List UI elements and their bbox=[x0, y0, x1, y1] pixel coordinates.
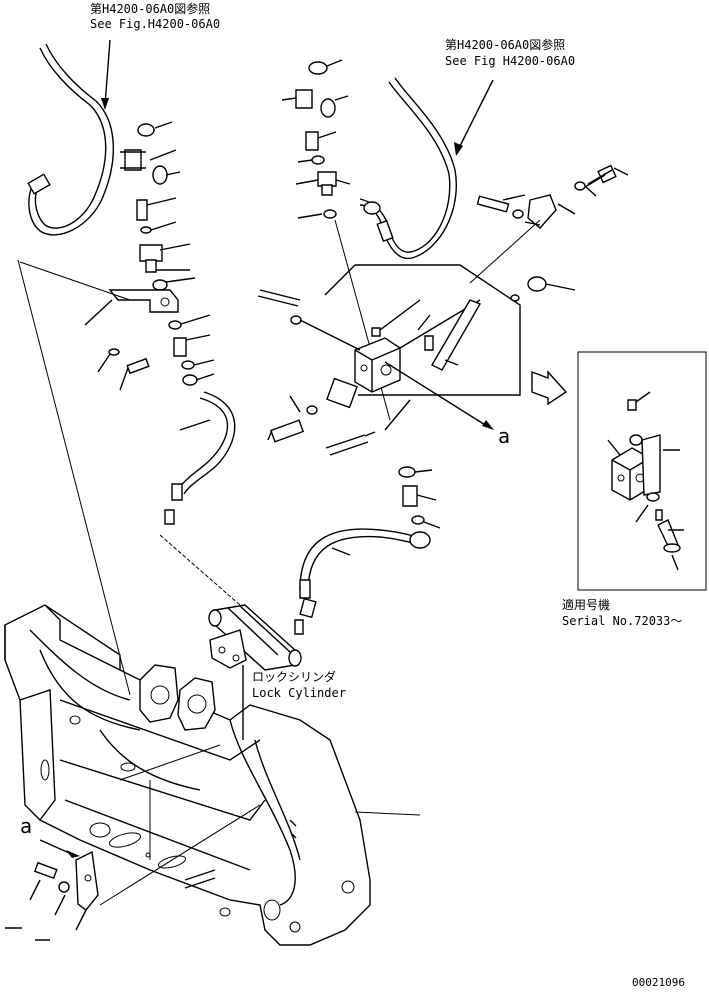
main-frame bbox=[5, 605, 370, 945]
drawing-number: 00021096 bbox=[632, 976, 685, 989]
ref-top-left-jp: 第H4200-06A0図参照 bbox=[90, 2, 211, 16]
valve-block-assembly bbox=[258, 265, 575, 455]
callout-a-right: a bbox=[498, 424, 511, 448]
lock-cylinder bbox=[209, 605, 301, 740]
serial-note-jp: 適用号機 bbox=[562, 598, 611, 612]
ref-top-right-jp: 第H4200-06A0図参照 bbox=[445, 38, 566, 52]
ref-top-left-en: See Fig.H4200-06A0 bbox=[90, 17, 221, 31]
left-hose bbox=[28, 40, 113, 235]
callout-a-left: a bbox=[20, 814, 33, 838]
left-flex-hose bbox=[160, 392, 240, 605]
serial-inset bbox=[532, 352, 706, 590]
ref-top-right-en: See Fig H4200-06A0 bbox=[445, 54, 576, 68]
right-hose bbox=[360, 78, 493, 258]
lower-left-plate bbox=[5, 840, 98, 940]
lock-cylinder-jp: ロックシリンダ bbox=[252, 670, 337, 684]
serial-note-en: Serial No.72033～ bbox=[562, 614, 683, 628]
middle-hose bbox=[295, 529, 430, 634]
top-right-bolts bbox=[470, 166, 628, 283]
lock-cylinder-en: Lock Cylinder bbox=[252, 686, 346, 700]
left-fitting-stack bbox=[85, 122, 214, 390]
middle-fittings bbox=[399, 467, 440, 528]
